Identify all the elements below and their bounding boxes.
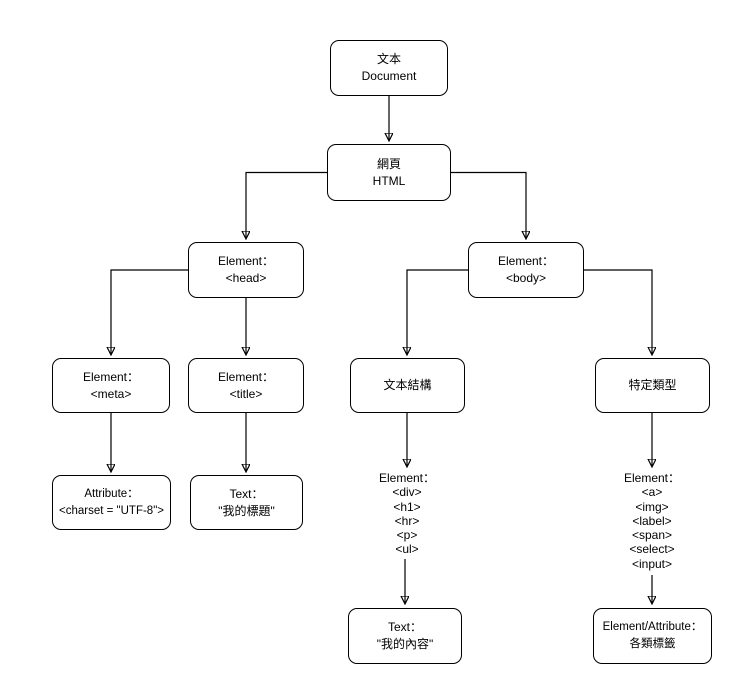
edge-html-body <box>451 171 526 239</box>
node-label: Element/Attribute： <box>602 621 703 633</box>
node-title-element: Element： <title> <box>188 358 304 413</box>
list-line: <h1> <box>393 499 421 514</box>
node-label: 特定類型 <box>628 378 677 392</box>
node-charset-attribute: Attribute： <charset = "UTF-8"> <box>52 475 171 530</box>
list-line: <ul> <box>395 542 419 557</box>
node-head-element: Element： <head> <box>188 242 304 298</box>
node-label: <charset = "UTF-8"> <box>59 504 164 517</box>
list-line: <p> <box>396 528 418 543</box>
list-line: <div> <box>392 485 422 500</box>
list-type-tags: Element： <a> <img> <label> <span> <selec… <box>592 471 712 571</box>
edge-html-head <box>246 171 327 239</box>
node-label: <meta> <box>90 386 132 401</box>
node-label: <title> <box>229 386 263 401</box>
node-label: "我的標題" <box>218 503 275 518</box>
node-text-structure: 文本結構 <box>350 358 465 413</box>
list-line: <label> <box>632 513 672 528</box>
node-label: Element： <box>497 254 555 268</box>
node-meta-element: Element： <meta> <box>52 358 170 413</box>
node-label: HTML <box>372 173 406 188</box>
node-label: Text： <box>229 486 264 501</box>
edge-body-specific-types <box>584 269 652 354</box>
list-line: Element： <box>623 471 681 485</box>
list-line: <hr> <box>394 513 420 528</box>
node-label: Element： <box>82 369 140 384</box>
list-structure-tags: Element： <div> <h1> <hr> <p> <ul> <box>347 471 467 557</box>
node-label: <body> <box>505 271 547 285</box>
node-label: 各類標籤 <box>629 638 676 650</box>
node-label: 網頁 <box>376 156 401 171</box>
node-label: Text： <box>387 620 422 634</box>
node-label: 文本結構 <box>383 378 432 392</box>
list-line: Element： <box>378 471 436 485</box>
node-document: 文本 Document <box>330 40 448 96</box>
edge-body-text-structure <box>407 269 468 354</box>
edge-head-meta <box>111 269 188 354</box>
node-label: Document <box>361 69 417 83</box>
list-line: <span> <box>631 528 673 543</box>
node-my-content-text: Text： "我的內容" <box>348 608 462 664</box>
node-body-element: Element： <body> <box>468 242 584 298</box>
node-html: 網頁 HTML <box>327 144 451 201</box>
node-specific-types: 特定類型 <box>595 358 710 413</box>
list-line: <select> <box>629 542 675 557</box>
node-label: "我的內容" <box>376 637 434 651</box>
list-line: <input> <box>631 556 673 571</box>
list-line: <a> <box>641 485 663 500</box>
node-label: Element： <box>217 254 275 268</box>
node-label: Attribute： <box>84 487 139 500</box>
node-label: Element： <box>217 369 275 384</box>
node-label: <head> <box>225 271 267 285</box>
node-my-title-text: Text： "我的標題" <box>190 475 303 530</box>
node-various-tags: Element/Attribute： 各類標籤 <box>593 608 712 664</box>
list-line: <img> <box>635 499 669 514</box>
node-label: 文本 <box>376 52 401 66</box>
